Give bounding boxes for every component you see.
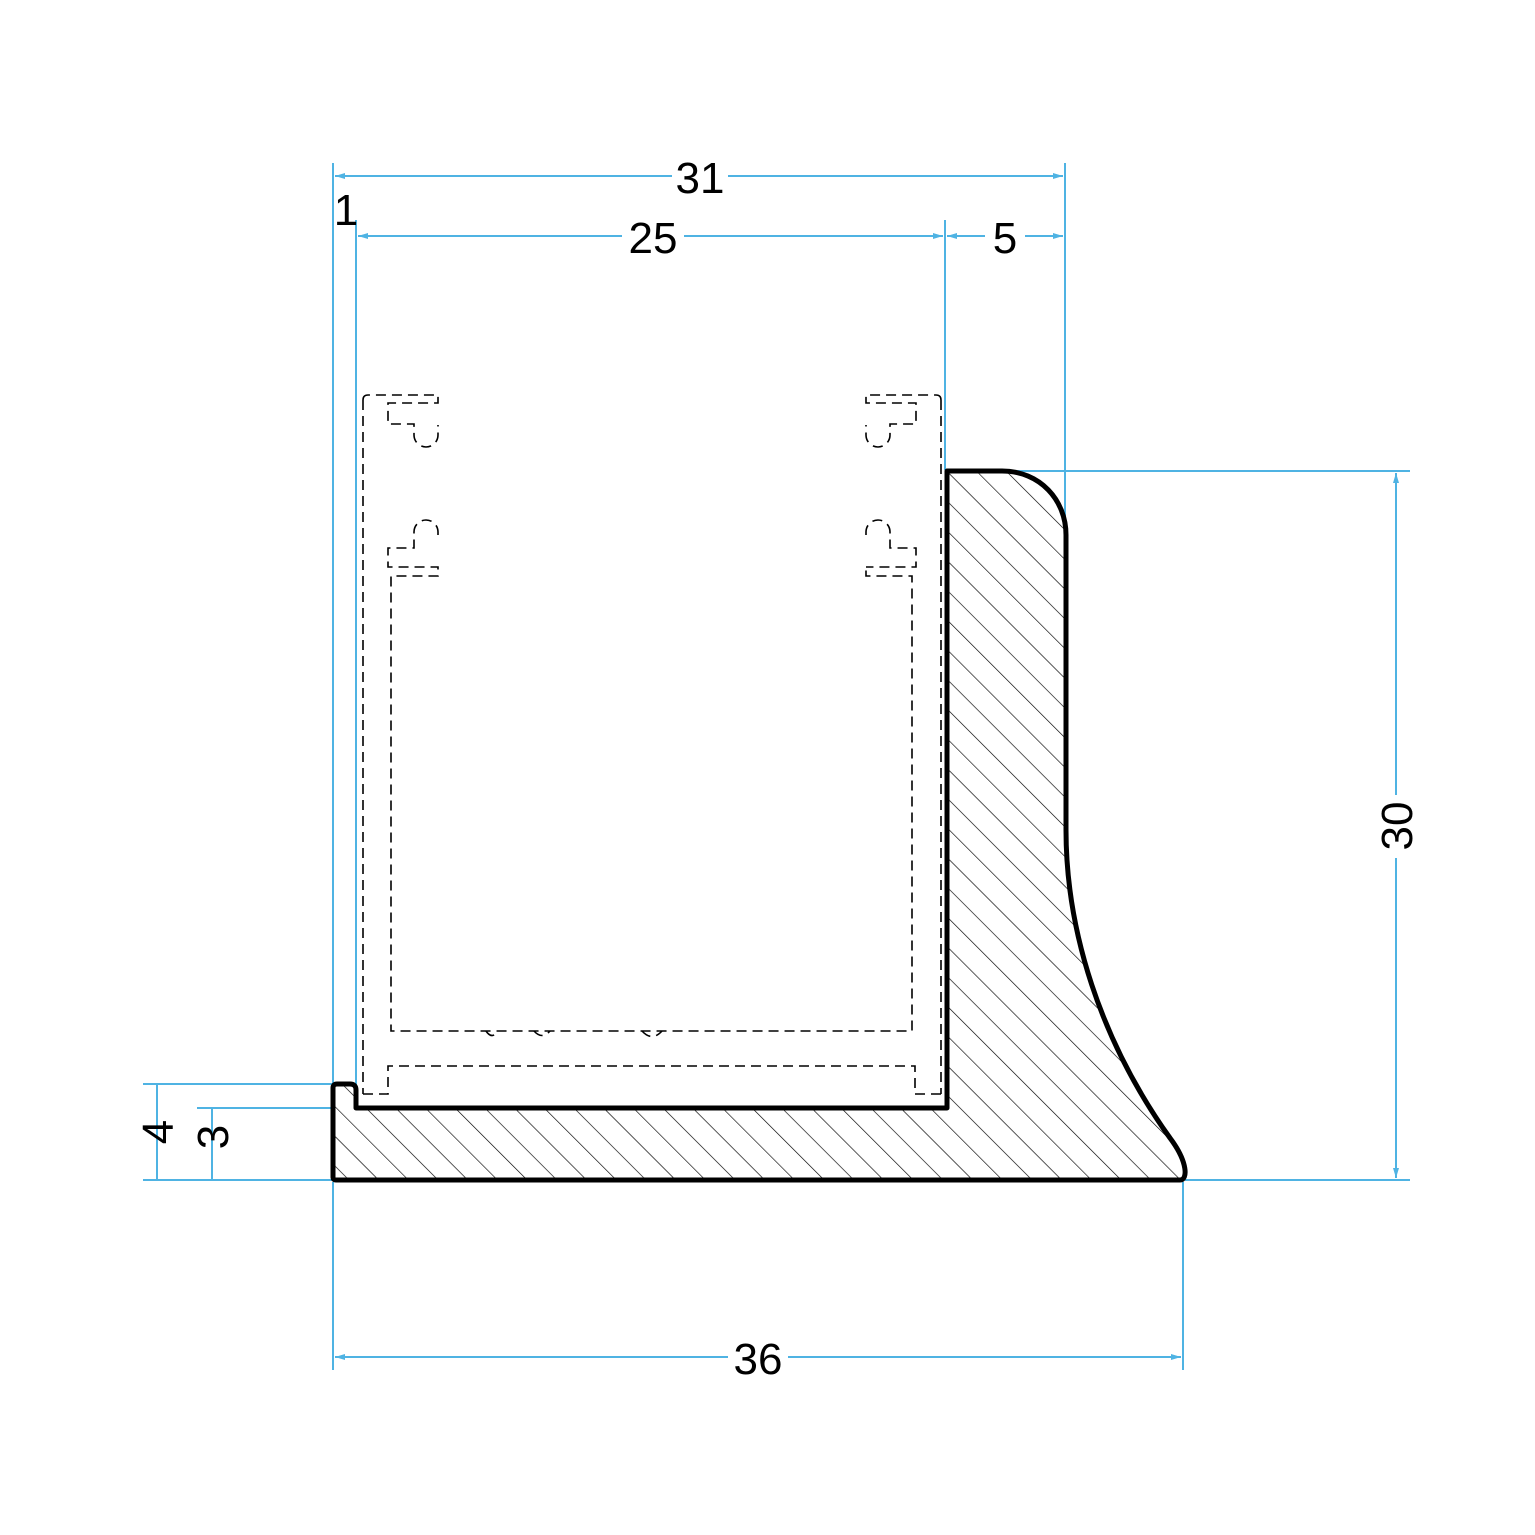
- dimension-base-thickness: 3: [189, 1108, 238, 1180]
- dimension-label-3: 3: [189, 1125, 238, 1149]
- dimension-base-width: 36: [335, 1335, 1181, 1384]
- left-clip-outline: [362, 394, 913, 1032]
- dimension-overall-width: 31: [335, 154, 1063, 203]
- dimension-label-31: 31: [676, 154, 725, 203]
- bottom-rail-outline: [363, 1065, 941, 1095]
- dimension-lip-height: 4: [134, 1084, 183, 1180]
- dimension-label-1: 1: [334, 186, 358, 235]
- dimension-right-wall: 5: [947, 214, 1063, 263]
- dimension-label-4: 4: [134, 1120, 183, 1144]
- hidden-insert: [362, 394, 942, 1095]
- dimension-label-25: 25: [629, 214, 678, 263]
- dimension-label-5: 5: [993, 214, 1017, 263]
- channel-profile-section: [330, 468, 1188, 1183]
- extension-lines: [143, 163, 1410, 1370]
- dimension-left-lip: 1: [334, 186, 358, 235]
- dimension-label-30: 30: [1373, 802, 1422, 851]
- dimension-height: 30: [1373, 473, 1422, 1178]
- right-clip-outline: [865, 394, 942, 568]
- dimension-channel-width: 25: [358, 214, 943, 263]
- dimension-label-36: 36: [734, 1335, 783, 1384]
